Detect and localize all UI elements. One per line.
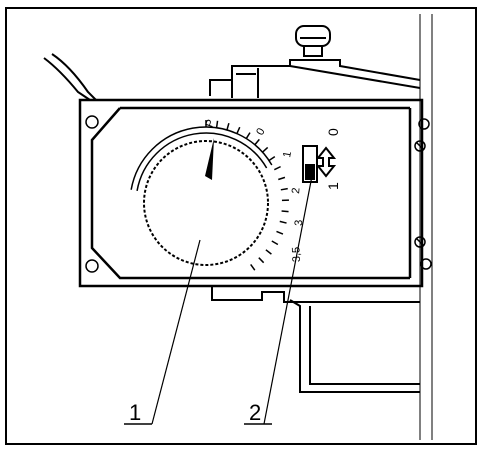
scale-label-1: 1 <box>281 150 294 158</box>
scale-arc-inner <box>136 132 268 191</box>
scale-tick <box>226 123 230 131</box>
scale-tick <box>279 220 287 224</box>
scale-tick <box>268 155 276 162</box>
leader-line-1 <box>151 239 201 425</box>
scale-tick <box>271 240 279 246</box>
callout-1: 1 <box>129 400 141 425</box>
scale-label-3: 3 <box>293 220 305 227</box>
scale-tick <box>250 264 256 271</box>
scale-arc <box>130 120 289 271</box>
switch-label-1: 1 <box>325 182 341 190</box>
selector-switch <box>302 145 318 183</box>
scale-tick <box>254 138 260 146</box>
double-arrow-icon <box>315 146 337 178</box>
main-plate <box>78 98 424 288</box>
cable <box>43 53 97 101</box>
scale-tick <box>245 132 251 139</box>
plate-screws <box>85 115 432 273</box>
scale-tick <box>281 210 289 213</box>
dial-pointer <box>205 138 214 180</box>
switch-label-0: 0 <box>325 128 341 136</box>
top-knob <box>295 25 331 57</box>
top-bracket <box>209 59 421 98</box>
scale-tick <box>261 146 269 153</box>
scale-tick <box>265 249 272 255</box>
callout-2: 2 <box>249 400 261 425</box>
scale-arc-outer <box>130 126 273 190</box>
dial <box>143 140 269 266</box>
scale-label-2: 2 <box>290 187 302 194</box>
scale-tick <box>258 257 265 264</box>
figure-frame <box>5 7 477 445</box>
scale-tick <box>236 126 241 134</box>
scale-tick <box>215 120 219 128</box>
scale-tick <box>280 187 288 191</box>
scale-tick <box>273 165 281 171</box>
lower-housing <box>211 286 420 393</box>
scale-label-0: 0 <box>254 126 267 137</box>
leader-line-2 <box>263 175 313 425</box>
scale-tick <box>276 230 284 235</box>
scale-label-p: P <box>204 118 218 129</box>
scale-tick <box>278 176 286 181</box>
